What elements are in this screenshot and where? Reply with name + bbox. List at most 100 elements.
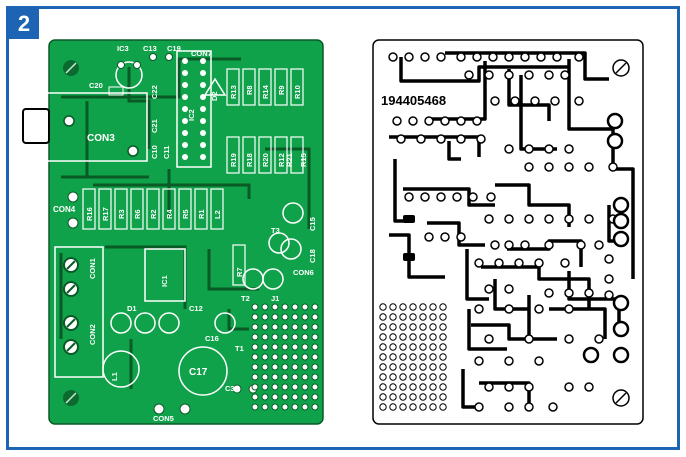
solder-pad <box>524 144 534 154</box>
grid-pad <box>439 393 447 401</box>
solder-pad <box>574 96 584 106</box>
label-ic1: IC1 <box>160 275 169 287</box>
grid-pad <box>271 303 279 311</box>
t3-outline <box>268 232 290 254</box>
label-r18: R18 <box>245 153 254 167</box>
solder-pad <box>524 70 534 80</box>
solder-pad <box>524 162 534 172</box>
mounting-hole <box>612 59 630 77</box>
solder-pad <box>504 402 514 412</box>
grid-pad <box>251 303 259 311</box>
solder-pad <box>488 52 498 62</box>
solder-pad <box>544 288 554 298</box>
solder-pad <box>494 258 504 268</box>
solder-pad <box>564 144 574 154</box>
c17-outline <box>178 346 228 396</box>
grid-pad <box>409 363 417 371</box>
grid-pad <box>409 343 417 351</box>
ic3-outline <box>115 61 143 89</box>
grid-pad <box>301 373 309 381</box>
d2-outline <box>203 77 227 96</box>
grid-pad <box>379 333 387 341</box>
label-ic3: IC3 <box>117 44 129 53</box>
solder-pad <box>584 162 594 172</box>
grid-pad <box>251 323 259 331</box>
grid-pad <box>281 343 289 351</box>
grid-pad <box>261 363 269 371</box>
c15-outline <box>282 202 304 224</box>
solder-pad <box>456 134 466 144</box>
grid-pad <box>281 333 289 341</box>
solder-pad <box>396 134 406 144</box>
grid-pad <box>399 313 407 321</box>
grid-pad <box>389 403 397 411</box>
grid-pad <box>281 313 289 321</box>
solder-pad <box>514 258 524 268</box>
grid-pad <box>419 353 427 361</box>
grid-pad <box>251 383 259 391</box>
solder-pad <box>484 334 494 344</box>
grid-pad <box>439 353 447 361</box>
label-l1: L1 <box>110 372 119 381</box>
solder-pad <box>436 52 446 62</box>
solder-pad <box>490 240 500 250</box>
grid-pad <box>419 383 427 391</box>
grid-pad <box>379 313 387 321</box>
figure-frame: 2 <box>6 6 680 450</box>
grid-pad <box>271 343 279 351</box>
solder-pad <box>440 116 450 126</box>
solder-pad <box>504 70 514 80</box>
grid-pad <box>301 343 309 351</box>
grid-pad <box>439 333 447 341</box>
solder-pad <box>474 304 484 314</box>
grid-pad <box>291 343 299 351</box>
grid-pad <box>379 403 387 411</box>
grid-pad <box>281 393 289 401</box>
grid-pad <box>379 323 387 331</box>
grid-pad <box>399 303 407 311</box>
grid-pad <box>419 363 427 371</box>
connector-pad <box>612 230 630 248</box>
grid-pad <box>419 333 427 341</box>
label-c17: C17 <box>189 367 208 378</box>
r7-outline <box>232 244 246 286</box>
label-c12: C12 <box>189 304 203 313</box>
label-r6: R6 <box>133 209 142 219</box>
grid-pad <box>419 393 427 401</box>
label-r10: R10 <box>293 85 302 99</box>
label-j1: J1 <box>271 294 279 303</box>
j1-outline <box>262 268 284 290</box>
grid-pad <box>261 343 269 351</box>
solder-pad <box>604 290 614 300</box>
grid-pad <box>251 313 259 321</box>
solder-pad <box>484 214 494 224</box>
grid-pad <box>389 323 397 331</box>
solder-pad <box>544 214 554 224</box>
solder-pad <box>564 214 574 224</box>
label-c21: C21 <box>150 119 159 133</box>
grid-pad <box>399 333 407 341</box>
grid-pad <box>281 383 289 391</box>
ic1-outline <box>144 248 186 302</box>
grid-pad <box>271 393 279 401</box>
label-t3: T3 <box>271 226 280 235</box>
grid-pad <box>291 323 299 331</box>
label-c19: C19 <box>167 44 181 53</box>
connector-pad <box>612 320 630 338</box>
label-r21: R21 <box>285 153 294 167</box>
l1-outline <box>102 350 140 388</box>
grid-pad <box>291 403 299 411</box>
grid-pad <box>281 373 289 381</box>
grid-pad <box>281 403 289 411</box>
grid-pad <box>301 313 309 321</box>
grid-pad <box>429 363 437 371</box>
grid-pad <box>251 343 259 351</box>
grid-pad <box>261 353 269 361</box>
solder-pad <box>424 116 434 126</box>
solder-pad <box>474 356 484 366</box>
grid-pad <box>311 333 319 341</box>
smd-pad <box>403 253 415 261</box>
solder-pad <box>464 70 474 80</box>
grid-pad <box>389 333 397 341</box>
grid-pad <box>439 343 447 351</box>
